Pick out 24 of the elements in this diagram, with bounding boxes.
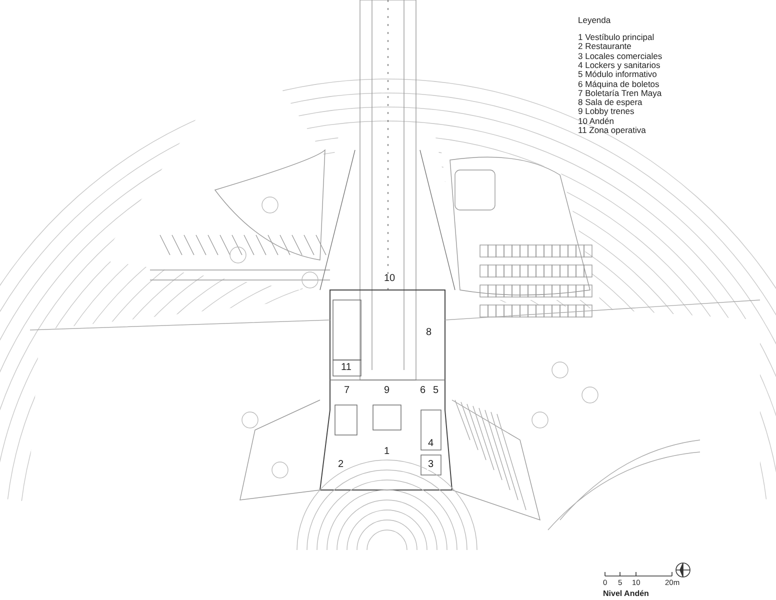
callout-number: 11 xyxy=(340,363,352,373)
legend-heading: Leyenda xyxy=(578,16,611,24)
callout-number: 3 xyxy=(427,460,435,470)
legend-entry: 3 Locales comerciales xyxy=(578,52,662,60)
callout-number: 2 xyxy=(337,460,345,470)
callout-number: 8 xyxy=(425,328,433,338)
callout-number: 10 xyxy=(383,274,396,284)
legend-entry: 10 Andén xyxy=(578,116,614,126)
callout-number: 9 xyxy=(383,386,391,396)
callout-number: 5 xyxy=(432,386,440,396)
callout-number: 6 xyxy=(419,386,427,396)
callout-number: 7 xyxy=(343,386,351,396)
legend-entry: 6 Máquina de boletos xyxy=(578,80,660,88)
callout-number: 4 xyxy=(427,439,435,449)
legend-entry: 2 Restaurante xyxy=(578,42,632,51)
legend-entry: 4 Lockers y sanitarios xyxy=(578,60,660,70)
legend-entry: 5 Módulo informativo xyxy=(578,70,657,79)
legend-entry: 8 Sala de espera xyxy=(578,98,642,107)
legend-entry: 9 Lobby trenes xyxy=(578,107,634,116)
legend-entry: 7 Boletaría Tren Maya xyxy=(578,88,662,98)
legend-entry: 1 Vestíbulo principal xyxy=(578,33,654,42)
callout-number: 1 xyxy=(383,447,391,457)
caption: Nivel Andén xyxy=(603,590,649,598)
legend-entry: 11 Zona operativa xyxy=(578,126,646,134)
